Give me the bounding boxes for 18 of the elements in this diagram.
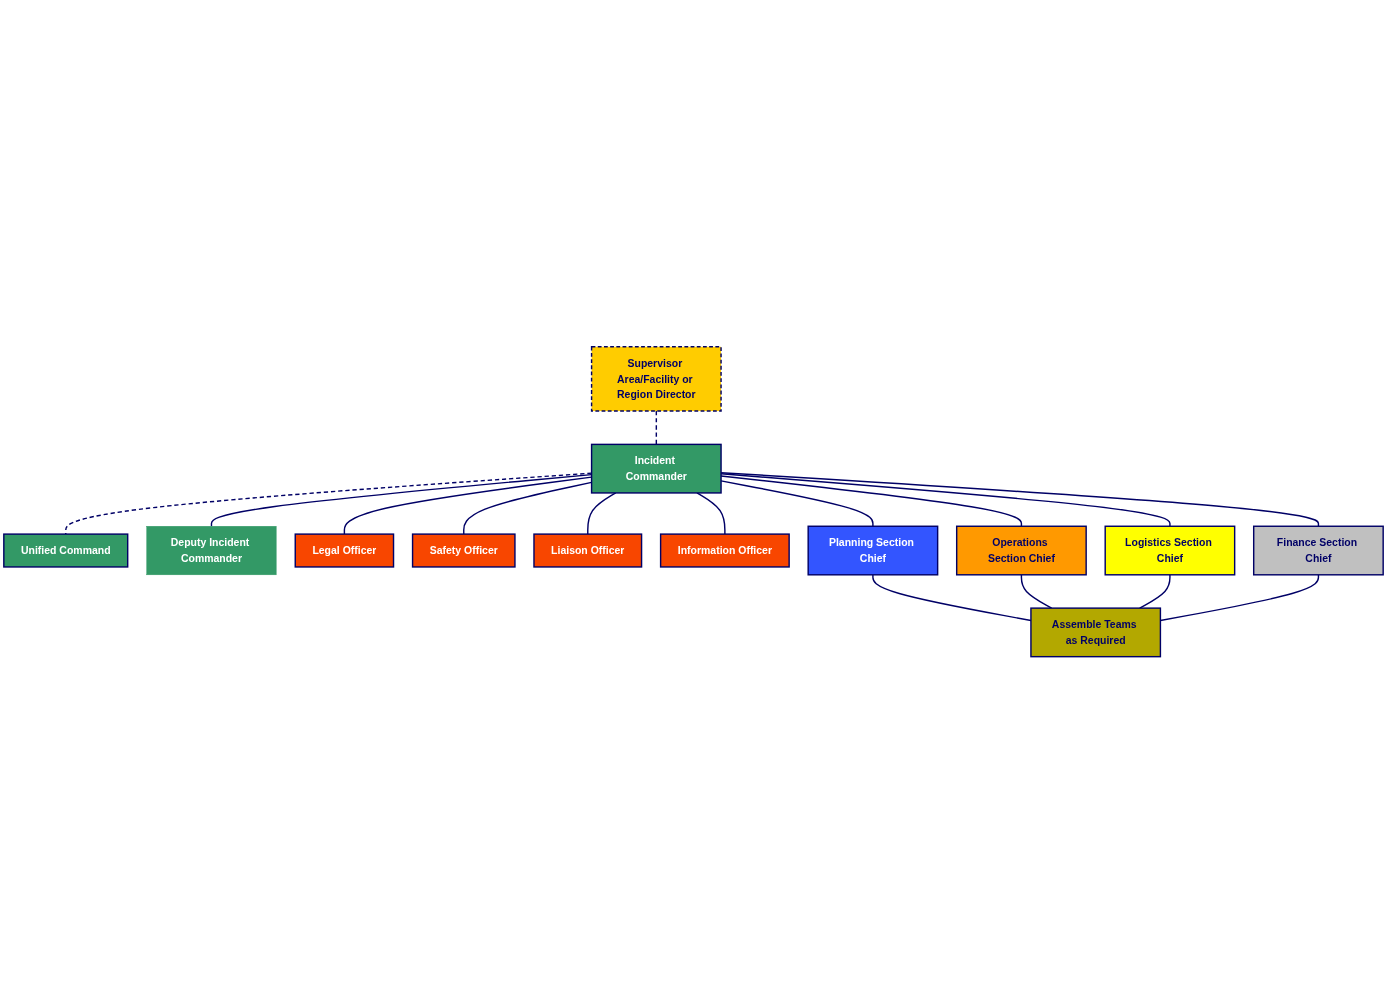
connector: [587, 492, 617, 536]
node-box: Incident Commander: [590, 443, 722, 494]
node-box: Legal Officer: [294, 533, 395, 568]
connector: [696, 492, 726, 536]
connector: [1020, 574, 1053, 610]
node-box: Planning Section Chief: [807, 525, 939, 576]
node-box: Supervisor Area/Facility or Region Director: [590, 346, 722, 413]
node-box: Liaison Officer: [533, 533, 643, 568]
node-box: Deputy Incident Commander: [146, 526, 277, 576]
node-box: Operations Section Chief: [955, 525, 1087, 576]
connector: [1139, 574, 1171, 610]
node-box: Information Officer: [659, 533, 790, 568]
node-box: Unified Command: [3, 533, 129, 568]
node-box: Safety Officer: [411, 533, 516, 568]
connector: [655, 410, 658, 446]
node-box: Finance Section Chief: [1253, 525, 1384, 576]
node-box: Logistics Section Chief: [1104, 525, 1236, 576]
node-box: Assemble Teams as Required: [1030, 607, 1162, 658]
